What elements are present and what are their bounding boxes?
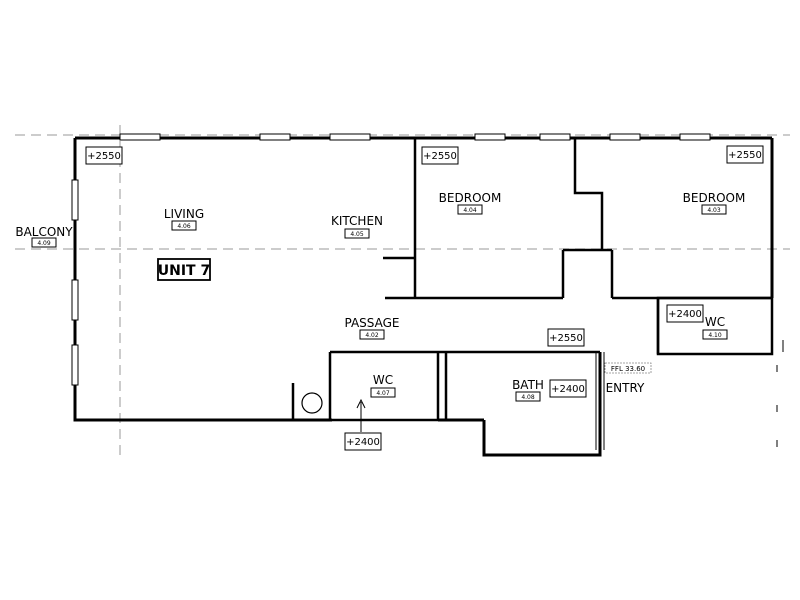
grid-lines xyxy=(15,125,790,460)
wc-main-label: WC xyxy=(373,373,393,387)
kitchen-code: 4.05 xyxy=(350,231,364,238)
bedroom-1-label: BEDROOM xyxy=(439,191,502,205)
height-living: +2550 xyxy=(87,151,121,162)
exterior-walls xyxy=(73,136,774,457)
unit-name: UNIT 7 xyxy=(158,263,210,279)
windows xyxy=(71,133,711,386)
height-wc-side: +2400 xyxy=(668,309,702,320)
height-tag-bedroom-1: +2550 xyxy=(421,146,459,165)
room-bedroom-1: BEDROOM 4.04 xyxy=(439,191,502,215)
height-wc-main: +2400 xyxy=(346,437,380,448)
room-balcony: BALCONY 4.09 xyxy=(15,225,73,248)
wc-side-label: WC xyxy=(705,315,725,329)
balcony-label: BALCONY xyxy=(15,225,73,239)
height-tag-wc-side: +2400 xyxy=(666,304,704,323)
room-bath: BATH 4.08 xyxy=(512,378,544,402)
balcony-code: 4.09 xyxy=(37,240,51,247)
interior-walls xyxy=(291,138,774,422)
room-wc-side: WC 4.10 xyxy=(702,315,728,340)
entry-label: ENTRY xyxy=(606,381,645,395)
bath-code: 4.08 xyxy=(521,394,535,401)
height-tag-living: +2550 xyxy=(85,146,123,165)
kitchen-label: KITCHEN xyxy=(331,214,383,228)
room-kitchen: KITCHEN 4.05 xyxy=(331,214,383,239)
bath-label: BATH xyxy=(512,378,544,392)
passage-code: 4.02 xyxy=(365,332,379,339)
height-passage: +2550 xyxy=(549,333,583,344)
height-tag-wc-main: +2400 xyxy=(344,432,382,451)
room-wc-main: WC 4.07 xyxy=(370,373,396,398)
ffl-value: FFL 33.60 xyxy=(611,365,645,373)
living-code: 4.06 xyxy=(177,223,191,230)
entry-door xyxy=(595,352,605,450)
ffl-tag: FFL 33.60 xyxy=(604,362,652,374)
edge-marks xyxy=(776,340,784,447)
living-label: LIVING xyxy=(164,207,204,221)
height-bath: +2400 xyxy=(551,384,585,395)
bedroom-2-label: BEDROOM xyxy=(683,191,746,205)
bedroom-2-code: 4.03 xyxy=(707,207,721,214)
unit-tag: UNIT 7 xyxy=(157,258,211,281)
arrow-head xyxy=(356,398,366,409)
height-tag-bedroom-2: +2550 xyxy=(726,145,764,164)
wc-side-code: 4.10 xyxy=(708,332,722,339)
room-living: LIVING 4.06 xyxy=(164,207,204,231)
passage-label: PASSAGE xyxy=(344,316,399,330)
height-tag-passage: +2550 xyxy=(547,328,585,347)
height-bedroom-1: +2550 xyxy=(423,151,457,162)
room-passage: PASSAGE 4.02 xyxy=(344,316,400,340)
ceiling-height-tags: +2550 +2550 +2550 +2550 +2400 +2400 +240… xyxy=(85,145,764,451)
toilet-symbol xyxy=(301,392,323,414)
wc-main-code: 4.07 xyxy=(376,390,390,397)
room-bedroom-2: BEDROOM 4.03 xyxy=(683,191,746,215)
height-tag-bath: +2400 xyxy=(549,379,587,398)
bedroom-1-code: 4.04 xyxy=(463,207,477,214)
height-bedroom-2: +2550 xyxy=(728,150,762,161)
